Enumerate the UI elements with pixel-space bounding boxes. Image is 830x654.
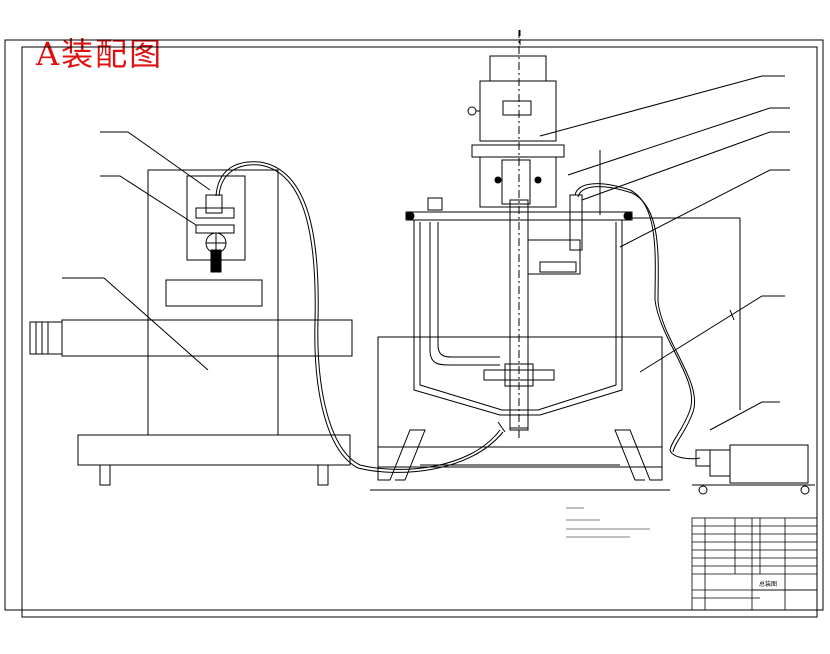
left-machine — [29, 131, 353, 486]
pump-assembly — [692, 401, 815, 495]
cable-right-outer — [577, 186, 696, 453]
drawing-title: A装配图 — [36, 35, 164, 73]
cable-right — [574, 183, 701, 460]
title-block — [691, 517, 818, 611]
inner-border — [21, 46, 818, 618]
title-block-name: 总装图 — [759, 580, 777, 588]
technical-notes — [566, 507, 650, 538]
cable-left-outer — [218, 164, 504, 473]
tank-assembly — [370, 30, 790, 491]
outer-border — [4, 39, 824, 611]
cable-left — [215, 161, 501, 470]
